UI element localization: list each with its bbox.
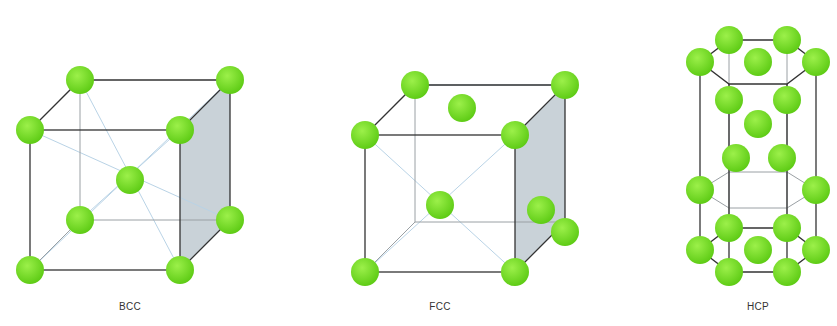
structure-label: HCP [747,301,769,312]
fcc-cell [351,71,579,286]
structure-label: BCC [119,301,141,312]
hcp-cell [686,26,830,286]
structure-label: FCC [429,301,450,312]
bcc-cell [16,66,244,284]
